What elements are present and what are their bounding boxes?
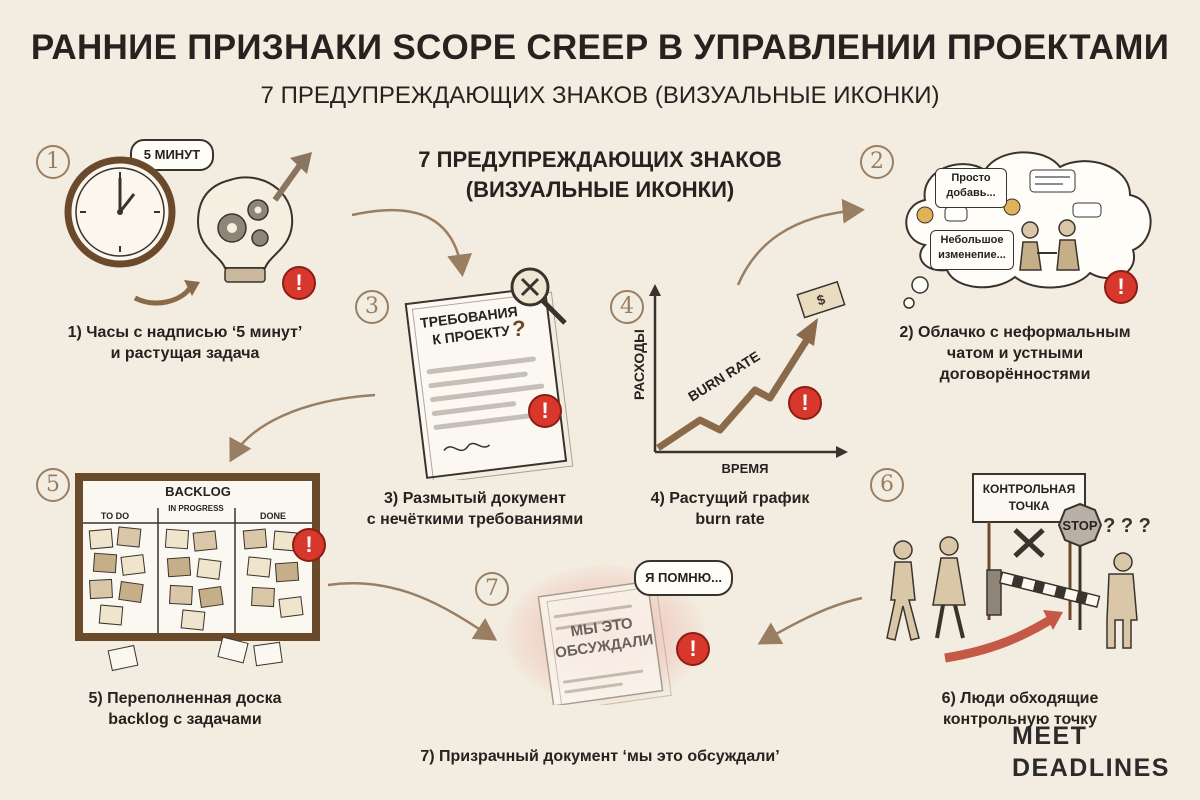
sign-6-number: 6	[870, 468, 904, 502]
sign-7-caption: 7) Призрачный документ ‘мы это обсуждали…	[420, 748, 780, 765]
sign-4-alert-icon: !	[788, 386, 822, 420]
sign-6-caption-line1: 6) Люди обходящие	[941, 690, 1099, 707]
sign-1-caption-line1: 1) Часы с надписью ‘5 минут’	[67, 324, 303, 341]
sign-1-caption-line2: и растущая задача	[110, 345, 260, 362]
arrow-4-to-2	[736, 198, 865, 286]
board-title: BACKLOG	[165, 484, 231, 499]
burn-rate-line	[656, 336, 811, 451]
sign-4-number: 4	[610, 290, 644, 324]
sign-4-caption: 4) Растущий график burn rate	[615, 488, 845, 530]
chat-message-2-line1: Небольшое	[940, 234, 1004, 246]
inner-title-line2: (ВИЗУАЛЬНЫЕ ИКОНКИ)	[465, 177, 735, 202]
sign-3-alert-icon: !	[528, 394, 562, 428]
barrier-icon	[986, 569, 1101, 616]
sign-6-caption-line2: контрольную точку	[942, 711, 1098, 728]
checkpoint-line1: КОНТРОЛЬНАЯ	[983, 482, 1076, 496]
sign-3-number: 3	[355, 290, 389, 324]
bypass-arrow-icon	[944, 616, 1053, 663]
sign-2-number: 2	[860, 145, 894, 179]
sign-1-alert-icon: !	[282, 266, 316, 300]
logo-line2: DEADLINES	[1012, 754, 1170, 782]
sign-3-caption-line1: 3) Размытый документ	[384, 490, 566, 507]
walking-people-icon	[886, 536, 966, 641]
sign-5-caption: 5) Переполненная доска backlog с задачам…	[40, 688, 330, 730]
burn-rate-chart: $ РАСХОДЫ BURN RATE ВРЕМЯ	[631, 280, 848, 476]
magnifier-x-icon	[510, 267, 567, 325]
stop-sign-icon: STOP	[1057, 502, 1103, 630]
inner-title-line1: 7 ПРЕДУПРЕЖДАЮЩИХ ЗНАКОВ	[418, 147, 782, 172]
lightbulb-gears-icon	[196, 176, 294, 283]
arrow-1-to-3	[351, 208, 473, 277]
backlog-board: BACKLOG TO DO IN PROGRESS DONE	[75, 473, 320, 672]
sign-1-caption: 1) Часы с надписью ‘5 минут’ и растущая …	[40, 322, 330, 364]
emoji-icon	[916, 206, 934, 224]
col-in-progress: IN PROGRESS	[168, 504, 224, 513]
col-todo: TO DO	[101, 511, 129, 521]
sign-5-caption-line2: backlog с задачами	[108, 711, 262, 728]
sign-4-caption-line1: 4) Растущий график	[650, 490, 810, 507]
confused-person-icon: ? ? ?	[1103, 515, 1151, 649]
sign-2-caption-line3: договорённостями	[939, 366, 1091, 383]
sign-5-number: 5	[36, 468, 70, 502]
arrow-6-to-7	[757, 596, 863, 645]
ghost-document	[537, 580, 672, 705]
sign-2-caption-line2: чатом и устными	[946, 345, 1084, 362]
handshake-people-icon	[1019, 219, 1080, 271]
y-axis-label: РАСХОДЫ	[631, 329, 647, 400]
brand-logo: MEET DEADLINES	[1012, 720, 1170, 784]
chat-message-2: Небольшое изменепие...	[930, 230, 1014, 270]
sign-2-caption-line1: 2) Облачко с неформальным	[899, 324, 1131, 341]
sign-6-caption: 6) Люди обходящие контрольную точку	[880, 688, 1160, 730]
clock-icon	[64, 156, 176, 268]
chat-message-1: Просто добавь...	[935, 168, 1007, 208]
sign-2-alert-icon: !	[1104, 270, 1138, 304]
chat-message-1-line1: Просто	[951, 172, 991, 184]
checkpoint-line2: ТОЧКА	[1009, 499, 1050, 513]
growth-arrow-icon	[272, 163, 303, 202]
blurry-document	[404, 267, 574, 480]
inner-title: 7 ПРЕДУПРЕЖДАЮЩИХ ЗНАКОВ (ВИЗУАЛЬНЫЕ ИКО…	[395, 145, 805, 205]
arrow-5-to-7	[327, 582, 498, 641]
sign-2-caption: 2) Облачко с неформальным чатом и устным…	[870, 322, 1160, 385]
sign-5-alert-icon: !	[292, 528, 326, 562]
sign-3-caption-line2: с нечёткими требованиями	[366, 511, 584, 528]
signature-scribble	[443, 442, 491, 452]
page-subtitle: 7 ПРЕДУПРЕЖДАЮЩИХ ЗНАКОВ (ВИЗУАЛЬНЫЕ ИКО…	[260, 82, 940, 109]
clock-and-growing-task	[64, 152, 312, 306]
sticky-notes	[88, 526, 304, 672]
checkpoint-scene: КОНТРОЛЬНАЯ ТОЧКА STOP ? ? ?	[886, 473, 1151, 663]
col-done: DONE	[260, 511, 286, 521]
question-mark-icon: ?	[512, 316, 526, 341]
money-bill-icon: $	[796, 280, 846, 319]
sign-1-number: 1	[36, 145, 70, 179]
sign-4-caption-line2: burn rate	[695, 511, 765, 528]
x-axis-label: ВРЕМЯ	[722, 461, 769, 476]
logo-line1: MEET	[1012, 722, 1088, 750]
arrow-3-to-5	[229, 393, 376, 463]
chat-message-2-line2: изменепие...	[938, 249, 1006, 261]
sign-7-alert-icon: !	[676, 632, 710, 666]
confusion-marks: ? ? ?	[1103, 515, 1151, 537]
stop-label: STOP	[1062, 518, 1097, 533]
curved-arrow-icon	[133, 286, 193, 306]
sign-7-number: 7	[475, 572, 509, 606]
chat-message-1-line2: добавь...	[946, 187, 996, 199]
page-title: РАННИЕ ПРИЗНАКИ SCOPE CREEP В УПРАВЛЕНИИ…	[30, 28, 1170, 67]
sign-5-caption-line1: 5) Переполненная доска	[88, 690, 282, 707]
sign-3-caption: 3) Размытый документ с нечёткими требова…	[350, 488, 600, 530]
five-minutes-bubble: 5 МИНУТ	[130, 139, 214, 171]
i-remember-bubble: Я ПОМНЮ...	[634, 560, 733, 596]
